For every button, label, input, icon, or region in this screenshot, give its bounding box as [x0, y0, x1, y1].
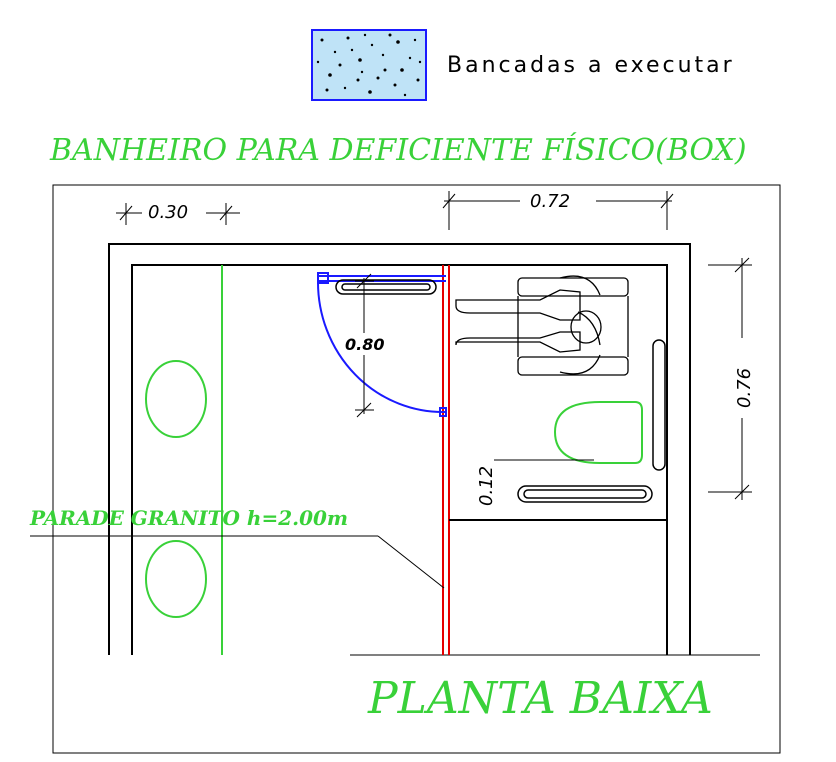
- wall-note: PARADE GRANITO h=2.00m: [29, 506, 348, 530]
- sink-icon: [145, 360, 207, 438]
- walls: [108, 243, 691, 655]
- dimension-box-width-label: 0.72: [530, 191, 570, 212]
- legend: Bancadas a executar: [311, 29, 735, 101]
- dimension-box-depth-label: 0.76: [734, 368, 755, 408]
- grab-bar-icon: [517, 485, 653, 503]
- footer-title: PLANTA BAIXA: [367, 673, 713, 724]
- dimension-door-width-label: 0.80: [345, 335, 384, 354]
- granite-texture: [316, 33, 422, 97]
- legend-label: Bancadas a executar: [447, 53, 735, 78]
- wall-note-leader: [30, 535, 445, 589]
- grab-bar-icon: [335, 279, 437, 295]
- door-swing: [316, 272, 447, 417]
- toilet-icon: [553, 401, 643, 464]
- dimension-wall-offset-label: 0.30: [148, 202, 188, 223]
- grab-bar-icon: [652, 339, 666, 471]
- legend-swatch: [311, 29, 427, 101]
- drawing-frame: [52, 184, 781, 754]
- drawing-title: BANHEIRO PARA DEFICIENTE FÍSICO(BOX): [49, 132, 747, 168]
- box-partition: [442, 265, 450, 655]
- dimension-bar-offset-label: 0.12: [476, 466, 497, 506]
- wheelchair-user-icon: [455, 275, 629, 376]
- sink-icon: [145, 540, 207, 618]
